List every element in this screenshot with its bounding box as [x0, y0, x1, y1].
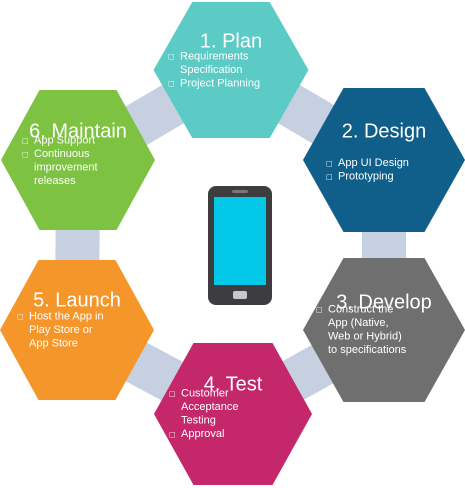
phone-speaker [232, 190, 248, 193]
phase-item-text: Continuous [34, 148, 90, 160]
phase-title: 6. Maintain [29, 120, 127, 142]
phase-title: 5. Launch [33, 289, 121, 311]
phase-item-text: Project Planning [180, 77, 260, 89]
hexagon-shape [1, 90, 155, 230]
hexagon-shape [303, 88, 465, 232]
bullet-icon: □ [17, 313, 24, 321]
phase-title: 2. Design [342, 120, 427, 142]
bullet-icon: □ [169, 390, 176, 398]
phase-item-text: Play Store or [29, 324, 93, 336]
phase-item-text: Acceptance [181, 401, 238, 413]
phase-item-text: Construct the [328, 304, 393, 316]
phase-item-text: App (Native, [328, 317, 389, 329]
smartphone-icon [208, 186, 272, 305]
phase-item-text: App Store [29, 337, 78, 349]
phase-title: 1. Plan [200, 30, 262, 52]
hexagon-shape [153, 2, 309, 138]
hexagon-shape [154, 343, 312, 485]
hexagon-shape [0, 260, 154, 400]
phase-item-text: Requirements [180, 50, 249, 62]
phase-item-text: App Support [34, 135, 95, 147]
bullet-icon: □ [169, 430, 176, 438]
bullet-icon: □ [22, 150, 29, 158]
phase-item-text: Specification [180, 64, 242, 76]
bullet-icon: □ [168, 53, 175, 61]
phase-item-text: releases [34, 175, 76, 187]
phase-item-text: improvement [34, 162, 98, 174]
bullet-icon: □ [22, 137, 29, 145]
phase-hexagon-2: 2. Design □ App UI Design □ Prototyping [303, 88, 465, 232]
bullet-icon: □ [326, 173, 333, 181]
phase-hexagon-6: 6. Maintain□ App Support □ Continuous improv… [1, 90, 155, 230]
phase-item-text: Prototyping [338, 171, 394, 183]
phase-item-text: to specifications [328, 344, 407, 356]
phase-hexagon-5: 5. Launch □ Host the App in Play Store orAp… [0, 260, 154, 400]
phase-item-text: Host the App in [29, 310, 104, 322]
phone-home-button [233, 291, 247, 299]
phase-item-text: Testing [181, 415, 216, 427]
phase-item-text: Customer [181, 388, 229, 400]
bullet-icon: □ [326, 159, 333, 167]
phase-title: 3. Develop [336, 291, 432, 313]
phase-item-text: Approval [181, 428, 224, 440]
phone-screen [214, 197, 266, 285]
phase-title: 4. Test [204, 373, 263, 395]
hexagon-shape [303, 258, 465, 402]
bullet-icon: □ [168, 80, 175, 88]
bullet-icon: □ [316, 306, 323, 314]
phase-item-text: Web or Hybrid) [328, 331, 402, 343]
phase-item-text: App UI Design [338, 157, 409, 169]
